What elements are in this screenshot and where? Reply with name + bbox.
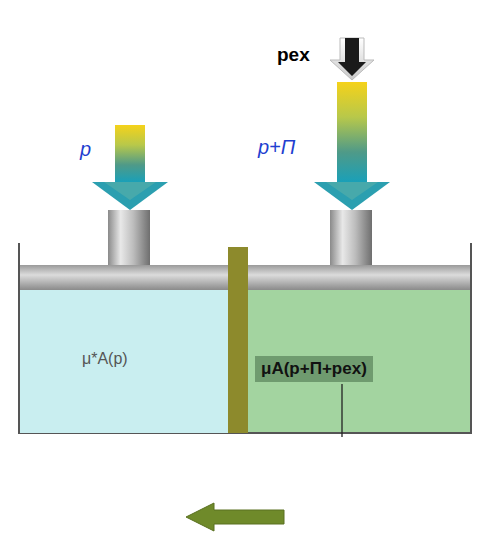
chemical-potential-text: μ*A(p) — [82, 350, 128, 368]
chemical-potential-text: μA(p+Π+pex) — [261, 359, 367, 379]
external-pressure-label: pex — [277, 44, 310, 66]
pressure-label: p — [80, 138, 91, 161]
pressure-label: p+Π — [258, 136, 295, 159]
solvent-compartment: μ*A(p) — [20, 290, 228, 433]
solution-chemical-potential-box: μA(p+Π+pex) — [255, 356, 373, 382]
